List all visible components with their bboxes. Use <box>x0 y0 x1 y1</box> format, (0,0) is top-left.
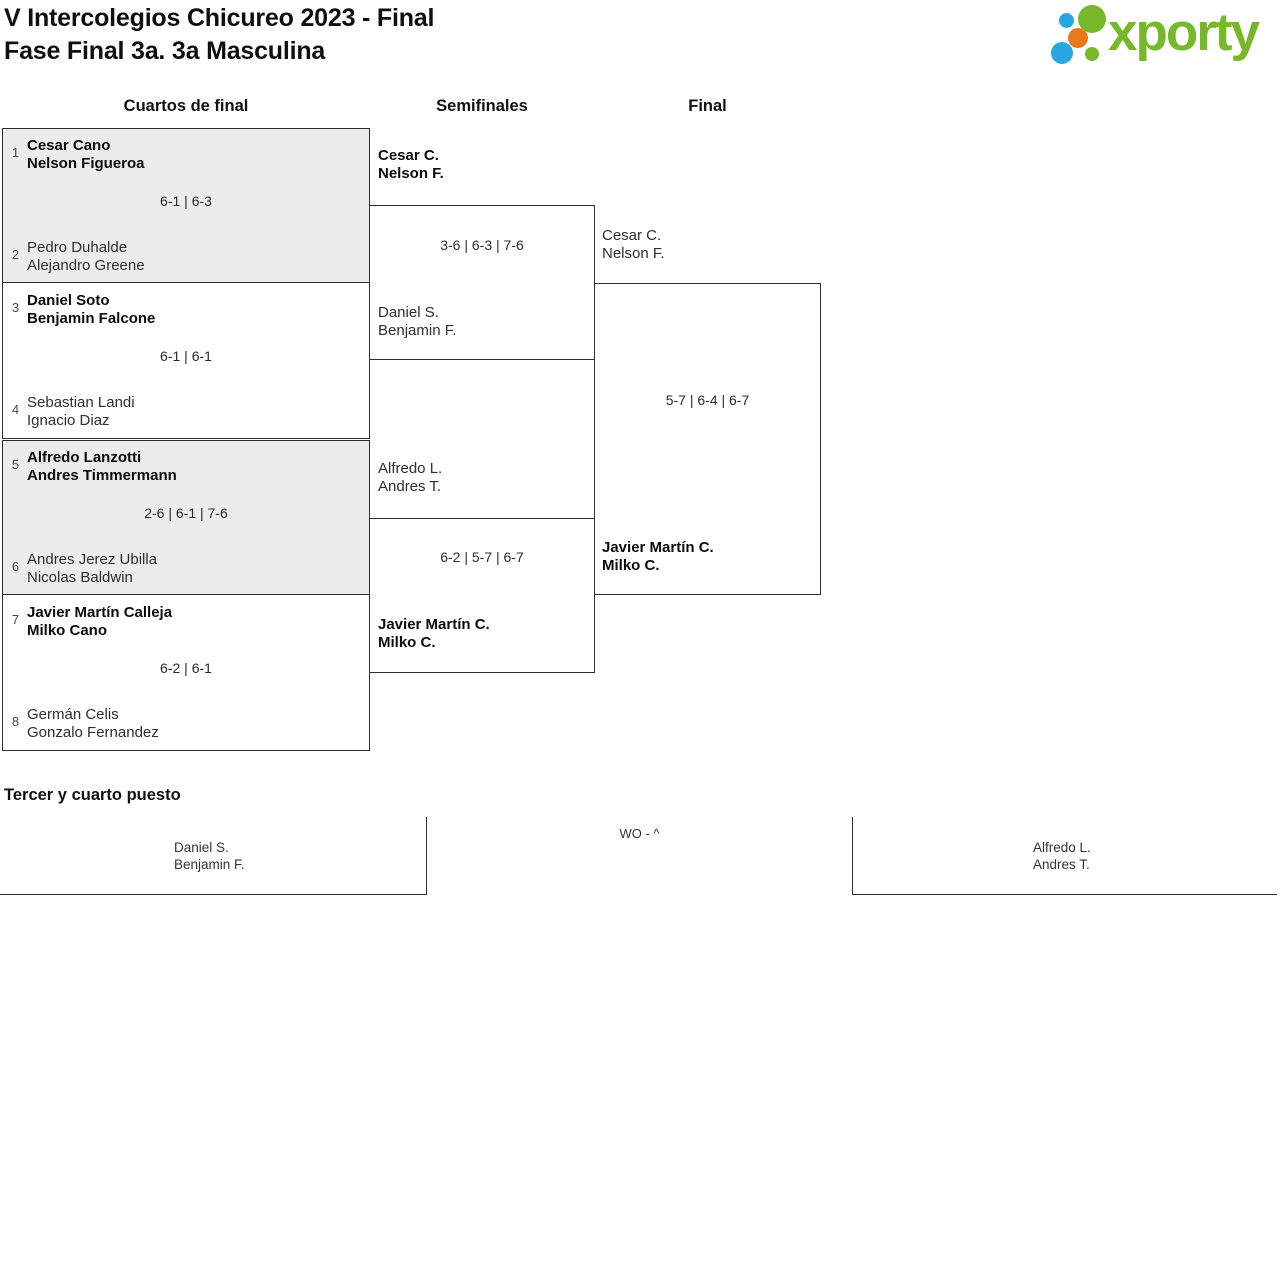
xporty-logo[interactable]: xporty <box>1045 0 1280 72</box>
team-name: Cesar C. Nelson F. <box>602 227 665 262</box>
match-score: 2-6 | 6-1 | 7-6 <box>144 505 228 521</box>
logo-dot-icon <box>1051 42 1073 64</box>
match-box-sf1 <box>369 205 595 360</box>
logo-dot-icon <box>1085 47 1099 61</box>
team-name: Daniel Soto Benjamin Falcone <box>27 292 156 327</box>
phase-name: Fase Final 3a. 3a Masculina <box>4 37 326 65</box>
team-name: Cesar C. Nelson F. <box>378 147 444 182</box>
third-place-title: Tercer y cuarto puesto <box>4 786 181 804</box>
team-name: Cesar Cano Nelson Figueroa <box>27 137 145 172</box>
team-name: Javier Martín C. Milko C. <box>602 539 714 574</box>
team-name: Alfredo Lanzotti Andres Timmermann <box>27 449 177 484</box>
match-score: 6-2 | 6-1 <box>160 660 212 676</box>
team-name: Pedro Duhalde Alejandro Greene <box>27 239 145 274</box>
match-box-sf2 <box>369 518 595 673</box>
round-header-final: Final <box>688 97 727 115</box>
match-score: 6-2 | 5-7 | 6-7 <box>440 549 524 565</box>
seed-number: 2 <box>11 247 20 262</box>
seed-number: 7 <box>11 612 20 627</box>
round-header-quarterfinals: Cuartos de final <box>123 97 249 115</box>
match-score: 5-7 | 6-4 | 6-7 <box>665 392 750 408</box>
match-score: 3-6 | 6-3 | 7-6 <box>440 237 524 253</box>
team-name: Andres Jerez Ubilla Nicolas Baldwin <box>27 551 158 586</box>
team-name: Alfredo L. Andres T. <box>1033 840 1091 872</box>
team-name: Javier Martín Calleja Milko Cano <box>27 604 173 639</box>
third-place-left-box <box>0 817 427 895</box>
match-box-qf4: 7 Javier Martín Calleja Milko Cano 6-2 |… <box>2 594 370 751</box>
team-name: Germán Celis Gonzalo Fernandez <box>27 706 159 741</box>
logo-dot-icon <box>1059 13 1074 28</box>
match-score: 6-1 | 6-3 <box>160 193 212 209</box>
team-name: Daniel S. Benjamin F. <box>174 840 245 872</box>
match-box-final <box>594 283 821 595</box>
seed-number: 1 <box>11 145 20 160</box>
seed-number: 4 <box>11 402 20 417</box>
team-name: Daniel S. Benjamin F. <box>378 304 457 339</box>
match-box-qf1: 1 Cesar Cano Nelson Figueroa 6-1 | 6-3 2… <box>2 128 370 283</box>
seed-number: 6 <box>11 559 20 574</box>
team-name: Alfredo L. Andres T. <box>378 460 443 495</box>
xporty-logo-text: xporty <box>1108 3 1260 62</box>
match-score: 6-1 | 6-1 <box>160 348 212 364</box>
logo-dot-icon <box>1068 28 1088 48</box>
seed-number: 5 <box>11 457 20 472</box>
match-box-qf2: 3 Daniel Soto Benjamin Falcone 6-1 | 6-1… <box>2 282 370 439</box>
match-score: WO - ^ <box>619 826 660 841</box>
seed-number: 8 <box>11 714 20 729</box>
team-name: Javier Martín C. Milko C. <box>378 616 490 651</box>
seed-number: 3 <box>11 300 20 315</box>
match-box-qf3: 5 Alfredo Lanzotti Andres Timmermann 2-6… <box>2 440 370 595</box>
third-place-right-box <box>852 817 1277 895</box>
team-name: Sebastian Landi Ignacio Diaz <box>27 394 135 429</box>
tournament-name: V Intercolegios Chicureo 2023 - Final <box>4 4 435 32</box>
round-header-semifinals: Semifinales <box>436 97 528 115</box>
page-title: V Intercolegios Chicureo 2023 - Final Fa… <box>4 2 434 68</box>
